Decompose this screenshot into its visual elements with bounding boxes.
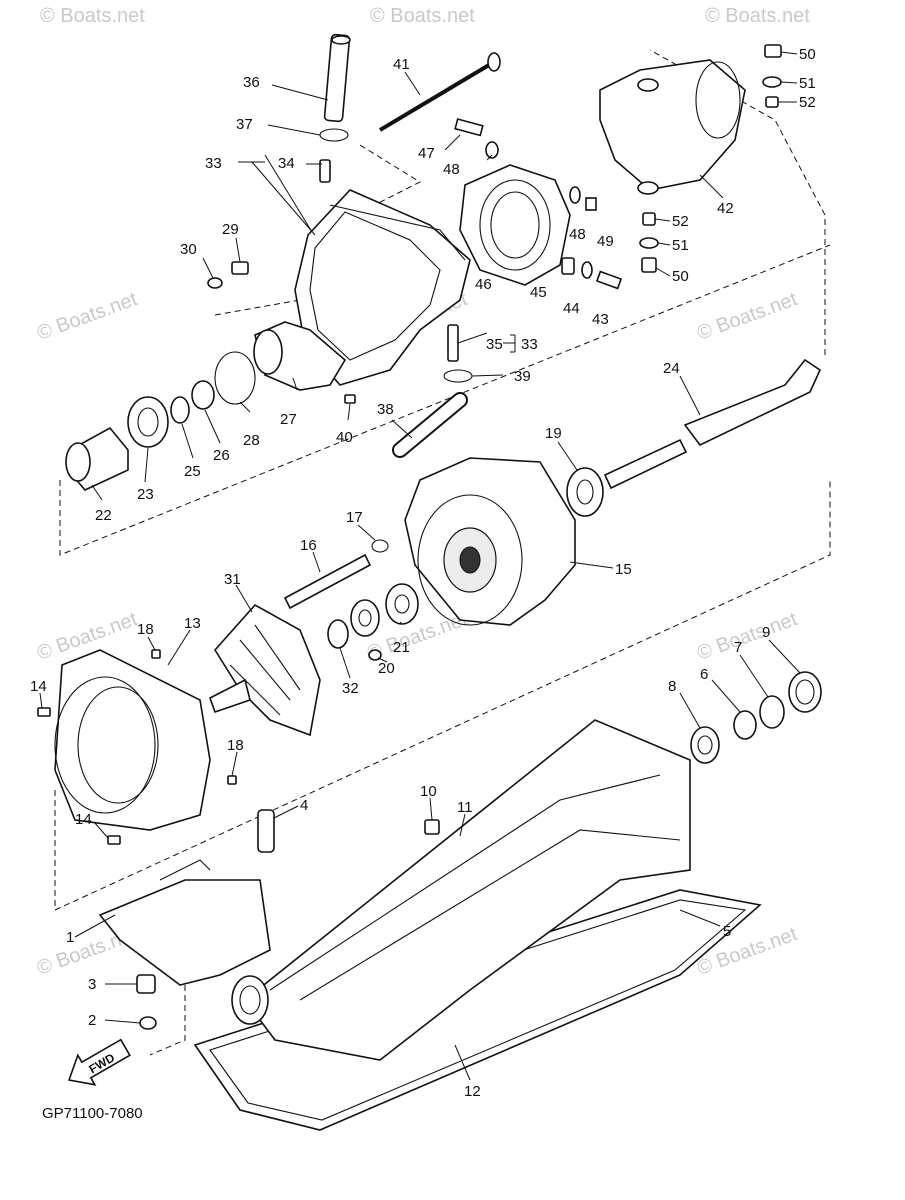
part-label-21: 21 <box>393 639 410 656</box>
fwd-arrow: FWD <box>67 1038 131 1086</box>
part-label-1: 1 <box>66 929 74 946</box>
part-label-8: 8 <box>668 678 676 695</box>
part-label-19: 19 <box>545 425 562 442</box>
watermark: © Boats.net <box>370 5 475 27</box>
part-label-35: 35 <box>486 336 503 353</box>
part-label-30: 30 <box>180 241 197 258</box>
leader-lines <box>39 51 801 1081</box>
part-label-32: 32 <box>342 680 359 697</box>
watermark: © Boats.net <box>694 288 800 345</box>
part-label-50: 50 <box>799 46 816 63</box>
part-label-44: 44 <box>563 300 580 317</box>
watermark: © Boats.net <box>40 5 145 27</box>
part-label-27: 27 <box>280 411 297 428</box>
part-label-52: 52 <box>799 94 816 111</box>
part-label-42: 42 <box>717 200 734 217</box>
part-label-18: 18 <box>227 737 244 754</box>
part-label-36: 36 <box>243 74 260 91</box>
hose-36 <box>323 33 351 123</box>
watermark: © Boats.net <box>34 288 140 345</box>
part-label-14: 14 <box>75 811 92 828</box>
part-label-13: 13 <box>184 615 201 632</box>
intake-duct-group: FWD <box>67 719 762 1131</box>
part-label-41: 41 <box>393 56 410 73</box>
part-number-labels: 1 2 3 4 5 6 7 8 9 10 11 12 13 14 14 15 1… <box>30 46 816 1100</box>
part-label-38: 38 <box>377 401 394 418</box>
part-label-16: 16 <box>300 537 317 554</box>
part-label-18: 18 <box>137 621 154 638</box>
part-label-37: 37 <box>236 116 253 133</box>
part-label-17: 17 <box>346 509 363 526</box>
part-label-12: 12 <box>464 1083 481 1100</box>
part-label-48: 48 <box>569 226 586 243</box>
part-label-9: 9 <box>762 624 770 641</box>
part-label-51: 51 <box>799 75 816 92</box>
part-label-48: 48 <box>443 161 460 178</box>
part-label-15: 15 <box>615 561 632 578</box>
part-label-14: 14 <box>30 678 47 695</box>
part-label-33: 33 <box>521 336 538 353</box>
part-label-20: 20 <box>378 660 395 677</box>
part-label-28: 28 <box>243 432 260 449</box>
watermark: © Boats.net <box>705 5 810 27</box>
part-label-24: 24 <box>663 360 680 377</box>
part-label-39: 39 <box>514 368 531 385</box>
part-label-29: 29 <box>222 221 239 238</box>
part-label-6: 6 <box>700 666 708 683</box>
part-label-23: 23 <box>137 486 154 503</box>
part-label-49: 49 <box>597 233 614 250</box>
pump-group <box>37 358 822 845</box>
part-label-52: 52 <box>672 213 689 230</box>
diagram-code: GP71100-7080 <box>42 1105 143 1122</box>
part-label-2: 2 <box>88 1012 96 1029</box>
nozzle-group <box>207 33 782 458</box>
part-label-43: 43 <box>592 311 609 328</box>
part-label-34: 34 <box>278 155 295 172</box>
part-label-10: 10 <box>420 783 437 800</box>
part-label-51: 51 <box>672 237 689 254</box>
part-label-11: 11 <box>457 799 473 816</box>
part-label-40: 40 <box>336 429 353 446</box>
part-label-46: 46 <box>475 276 492 293</box>
part-label-33: 33 <box>205 155 222 172</box>
part-label-3: 3 <box>88 976 96 993</box>
part-label-31: 31 <box>224 571 241 588</box>
part-label-50: 50 <box>672 268 689 285</box>
part-label-25: 25 <box>184 463 201 480</box>
part-label-4: 4 <box>300 797 308 814</box>
part-label-5: 5 <box>723 923 731 940</box>
part-label-26: 26 <box>213 447 230 464</box>
part-label-47: 47 <box>418 145 435 162</box>
part-label-45: 45 <box>530 284 547 301</box>
part-label-22: 22 <box>95 507 112 524</box>
part-label-7: 7 <box>734 639 742 656</box>
